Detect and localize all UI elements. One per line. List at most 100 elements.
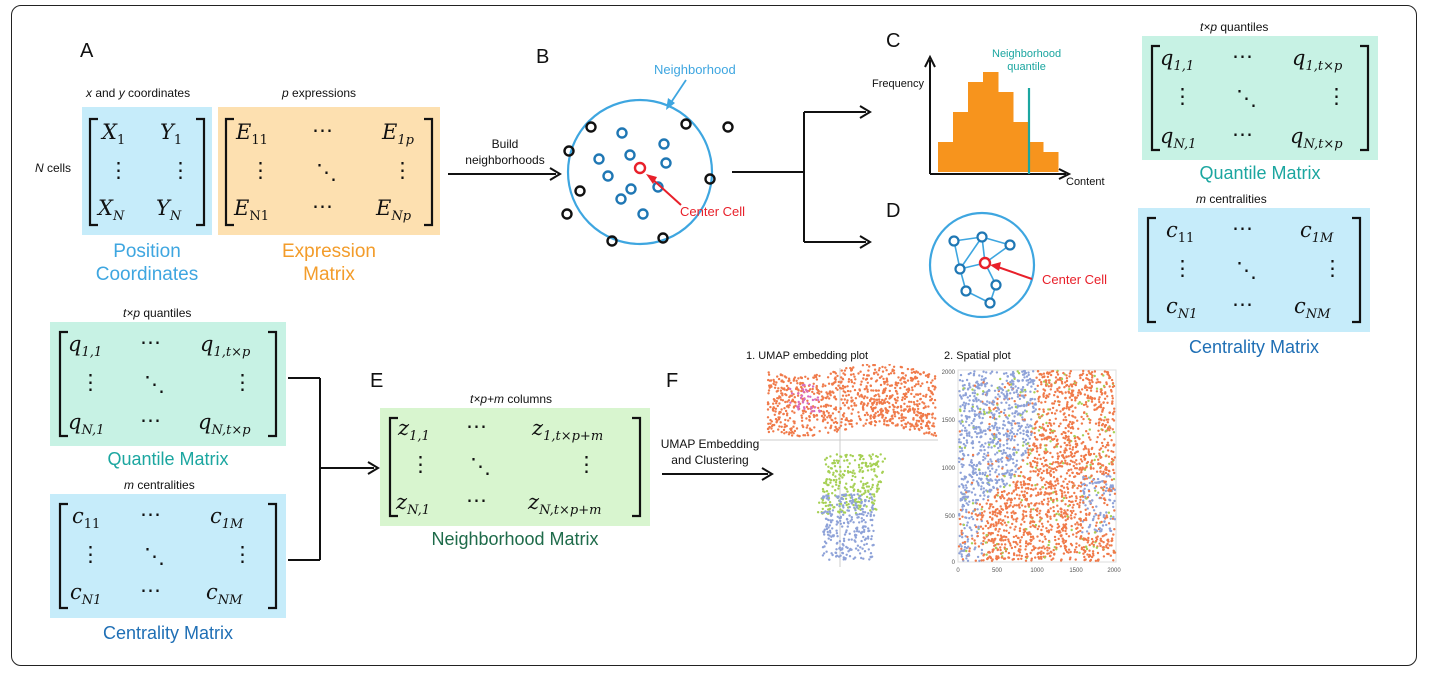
umap-point — [838, 477, 841, 480]
umap-point — [881, 416, 884, 419]
spatial-point — [1042, 498, 1046, 501]
spatial-point — [990, 464, 993, 467]
umap-point — [908, 428, 912, 431]
spatial-point — [1062, 418, 1065, 422]
spatial-point — [1055, 445, 1059, 448]
spatial-point — [1071, 446, 1075, 449]
umap-point — [884, 397, 887, 400]
spatial-point — [1002, 444, 1005, 447]
spatial-point — [1107, 418, 1110, 421]
umap-point — [812, 382, 815, 385]
spatial-point — [1018, 529, 1022, 533]
umap-point — [815, 373, 818, 377]
spatial-point — [1043, 556, 1046, 559]
spatial-point — [1076, 419, 1079, 422]
umap-point — [871, 463, 874, 467]
spatial-point — [973, 410, 976, 413]
umap-point — [867, 512, 870, 515]
spatial-point — [1017, 448, 1020, 452]
umap-point — [839, 470, 842, 473]
spatial-point — [1038, 408, 1041, 411]
spatial-point — [1064, 494, 1067, 497]
expr-en1: EN1 — [234, 196, 269, 225]
spatial-point — [1008, 404, 1011, 407]
graph-center-pointer — [994, 265, 1033, 280]
spatial-point — [1033, 423, 1037, 426]
umap-point — [870, 389, 873, 392]
spatial-point — [1058, 403, 1061, 407]
umap-point — [885, 369, 888, 372]
spatial-point — [1030, 430, 1033, 433]
spatial-point — [989, 503, 992, 506]
spatial-point — [978, 426, 981, 429]
spatial-point — [966, 396, 969, 399]
umap-point — [819, 405, 823, 408]
spatial-point — [1084, 474, 1088, 478]
umap-point — [772, 430, 775, 433]
umap-point — [893, 405, 896, 409]
spatial-point — [978, 503, 982, 506]
spatial-point — [1054, 480, 1057, 483]
spatial-point — [1108, 544, 1111, 547]
spatial-point — [1112, 458, 1115, 462]
umap-point — [831, 390, 834, 393]
spatial-point — [1045, 421, 1048, 425]
spatial-point — [981, 416, 984, 420]
spatial-point — [1030, 502, 1033, 505]
umap-point — [845, 545, 848, 549]
spatial-point — [1101, 546, 1104, 549]
umap-point — [904, 416, 907, 419]
spatial-point — [1076, 487, 1079, 490]
spatial-point — [1086, 553, 1089, 556]
umap-point — [839, 381, 843, 384]
umap-point — [835, 495, 838, 498]
spatial-point — [961, 496, 964, 499]
spatial-point — [1052, 471, 1055, 474]
spatial-point — [1108, 470, 1111, 473]
spatial-point — [1108, 527, 1112, 530]
umap-point — [923, 432, 926, 435]
umap-point — [900, 409, 903, 412]
spatial-point — [1065, 407, 1068, 410]
spatial-point — [1017, 557, 1020, 561]
umap-point — [893, 372, 896, 375]
spatial-point — [997, 473, 1001, 476]
spatial-point — [1017, 504, 1020, 507]
spatial-point — [958, 485, 961, 488]
spatial-point — [1036, 384, 1039, 387]
umap-point — [883, 382, 886, 385]
spatial-point — [1027, 425, 1030, 429]
umap-point — [814, 375, 818, 379]
umap-point — [874, 463, 878, 467]
spatial-point — [993, 544, 996, 547]
spatial-point — [968, 424, 971, 427]
umap-point — [834, 475, 837, 478]
umap-point — [873, 413, 876, 417]
spatial-point — [1084, 537, 1087, 541]
spatial-point — [1032, 537, 1035, 540]
spatial-point — [1058, 513, 1061, 516]
spatial-point — [1046, 549, 1049, 552]
umap-point — [878, 376, 882, 379]
spatial-point — [1100, 539, 1103, 543]
spatial-point — [974, 430, 977, 434]
spatial-point — [965, 524, 969, 527]
umap-point — [875, 508, 878, 511]
position-box — [82, 107, 212, 235]
spatial-point — [1027, 379, 1030, 382]
spatial-point — [962, 486, 965, 489]
spatial-point — [1018, 527, 1022, 530]
umap-point — [840, 369, 843, 372]
spatial-point — [958, 420, 961, 423]
spatial-point — [1089, 372, 1093, 376]
umap-point — [871, 508, 874, 511]
spatial-point — [1056, 504, 1059, 507]
umap-point — [838, 502, 841, 506]
spatial-point — [1087, 539, 1090, 542]
spatial-point — [1020, 499, 1024, 502]
umap-point — [850, 369, 853, 372]
hist-bar-2 — [953, 112, 969, 172]
spatial-point — [1018, 494, 1021, 497]
spatial-point — [1043, 493, 1046, 496]
spatial-point — [1111, 402, 1114, 405]
